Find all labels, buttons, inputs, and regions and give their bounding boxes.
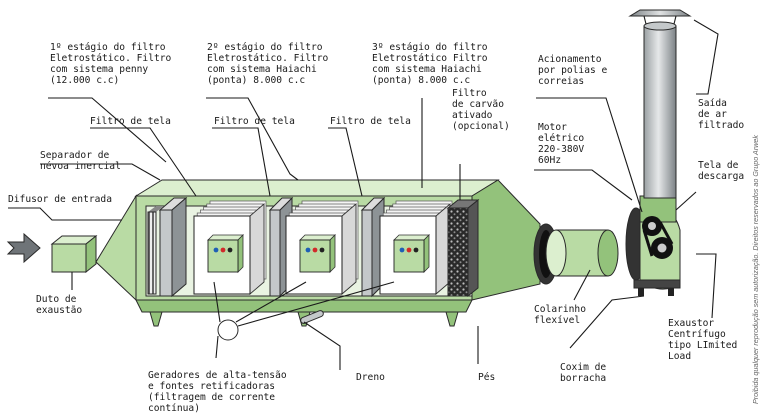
leader-lines	[8, 19, 719, 370]
stage2-filter-bank	[285, 200, 359, 295]
rain-cap	[628, 9, 692, 17]
inlet-arrow-icon	[6, 232, 41, 264]
stage1-filter-bank	[193, 200, 267, 295]
stage2-power-supply	[299, 239, 331, 273]
label-diffuser: Difusor de entrada	[8, 194, 112, 205]
label-drain: Dreno	[356, 372, 385, 383]
centrifugal-exhauster	[625, 195, 681, 296]
stage3-power-supply	[393, 239, 425, 273]
stage3-indicator-light	[399, 247, 405, 253]
screen-filter-1	[158, 196, 188, 298]
label-screen1: Filtro de tela	[90, 116, 171, 127]
label-screen3: Filtro de tela	[330, 116, 411, 127]
label-feet: Pés	[478, 371, 495, 383]
outlet-cone	[471, 179, 541, 301]
stage2-indicator-light	[312, 247, 318, 253]
exhaust-duct-box	[50, 234, 98, 274]
flexible-collar	[533, 223, 619, 285]
carbon-filter	[446, 198, 480, 298]
stage1-indicator-light	[227, 247, 233, 253]
stage2-indicator-light	[319, 247, 325, 253]
mist-separator	[147, 206, 164, 295]
exhaust-stack	[628, 9, 692, 199]
generator-callout-circle	[217, 319, 239, 341]
inlet-diffuser	[95, 194, 137, 302]
stage1-indicator-light	[213, 247, 219, 253]
stage2-indicator-light	[305, 247, 311, 253]
stage3-indicator-light	[406, 247, 412, 253]
label-screen2: Filtro de tela	[214, 116, 295, 127]
stage1-indicator-light	[220, 247, 226, 253]
drain-pipe	[300, 310, 324, 324]
stage1-power-supply	[207, 239, 239, 273]
stage3-filter-bank	[379, 200, 453, 295]
copyright-credit: Proibida qualquer reprodução sem autoriz…	[751, 135, 760, 404]
stage3-indicator-light	[413, 247, 419, 253]
